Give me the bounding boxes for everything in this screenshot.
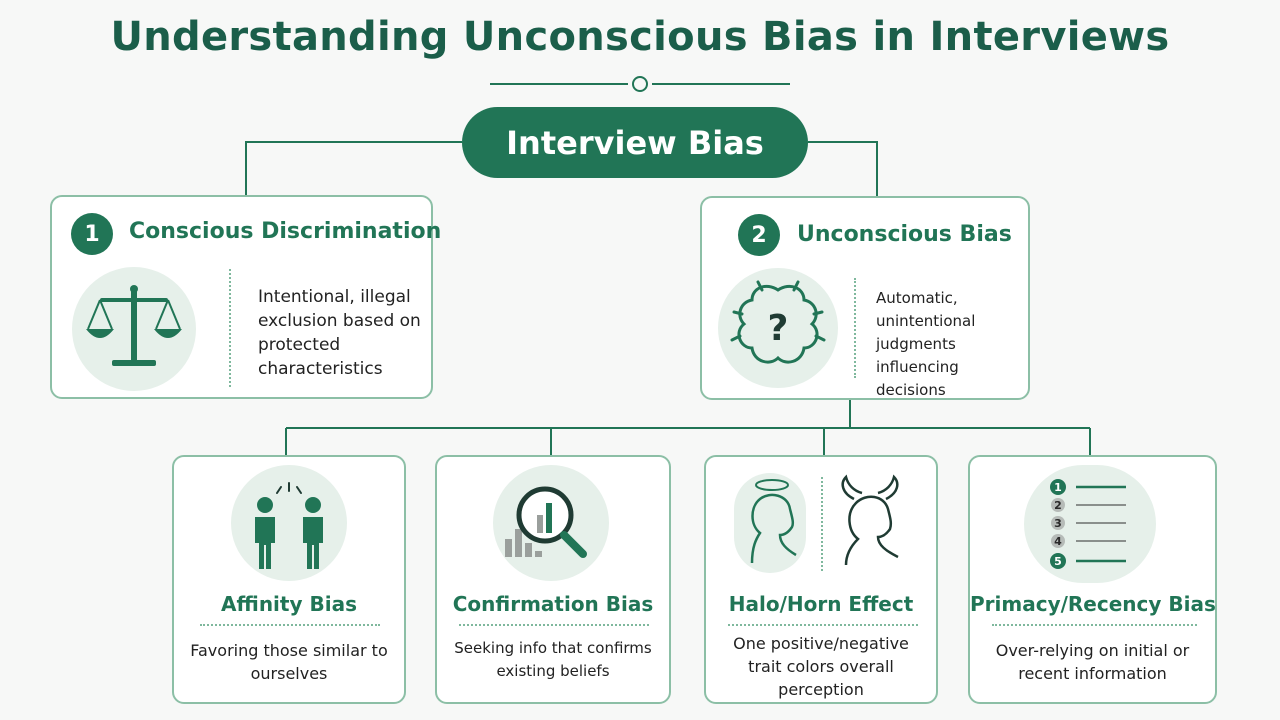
bias-description: One positive/negative trait colors overa… — [733, 634, 909, 699]
bias-title: Primacy/Recency Bias — [970, 592, 1216, 616]
title-divider — [490, 76, 790, 92]
divider — [229, 269, 231, 387]
page-title: Understanding Unconscious Bias in Interv… — [110, 14, 1170, 60]
bias-title: Affinity Bias — [221, 592, 357, 616]
category-description: Automatic, unintentional judgments influ… — [876, 289, 976, 399]
category-title: Conscious Discrimination — [129, 219, 442, 244]
category-card-conscious: 1 Conscious Discrimination Intentional, … — [50, 195, 441, 399]
divider — [459, 624, 649, 626]
scales-icon — [72, 267, 196, 391]
brain-question-icon: ? — [718, 268, 838, 388]
number-badge: 1 — [71, 213, 113, 255]
divider — [821, 477, 823, 571]
list-number: 1 — [1054, 481, 1062, 494]
bias-description: Seeking info that confirms existing beli… — [454, 639, 652, 680]
root-node: Interview Bias — [462, 107, 808, 178]
divider — [854, 278, 856, 378]
halo-icon — [734, 473, 806, 573]
bias-card-primacy-recency: 1 2 3 4 5 Primacy/Recency Bias Over-rely… — [968, 455, 1217, 704]
divider — [728, 624, 918, 626]
category-description: Intentional, illegal exclusion based on … — [258, 287, 421, 379]
bias-description: Over-relying on initial or recent inform… — [995, 641, 1190, 683]
bias-card-halo-horn: Halo/Horn Effect One positive/negative t… — [704, 455, 938, 704]
divider — [200, 624, 380, 626]
divider — [992, 624, 1197, 626]
list-number: 2 — [1054, 499, 1062, 512]
bias-title: Confirmation Bias — [452, 592, 654, 616]
root-label: Interview Bias — [506, 123, 764, 162]
numbered-list-icon: 1 2 3 4 5 — [1024, 465, 1156, 583]
list-number: 4 — [1054, 535, 1062, 548]
list-number: 5 — [1054, 555, 1062, 568]
category-title: Unconscious Bias — [797, 222, 1012, 247]
bias-card-affinity: Affinity Bias Favoring those similar to … — [172, 455, 406, 704]
category-card-unconscious: 2 Unconscious Bias ? Automatic, unintent… — [700, 196, 1030, 400]
number-badge: 2 — [738, 214, 780, 256]
magnifier-chart-icon — [493, 465, 609, 581]
svg-text:?: ? — [768, 308, 789, 349]
bias-title: Halo/Horn Effect — [728, 592, 914, 616]
horns-icon — [841, 474, 899, 566]
two-people-icon — [231, 465, 347, 581]
list-number: 3 — [1054, 517, 1062, 530]
bias-description: Favoring those similar to ourselves — [190, 641, 388, 683]
bias-card-confirmation: Confirmation Bias Seeking info that conf… — [435, 455, 671, 704]
